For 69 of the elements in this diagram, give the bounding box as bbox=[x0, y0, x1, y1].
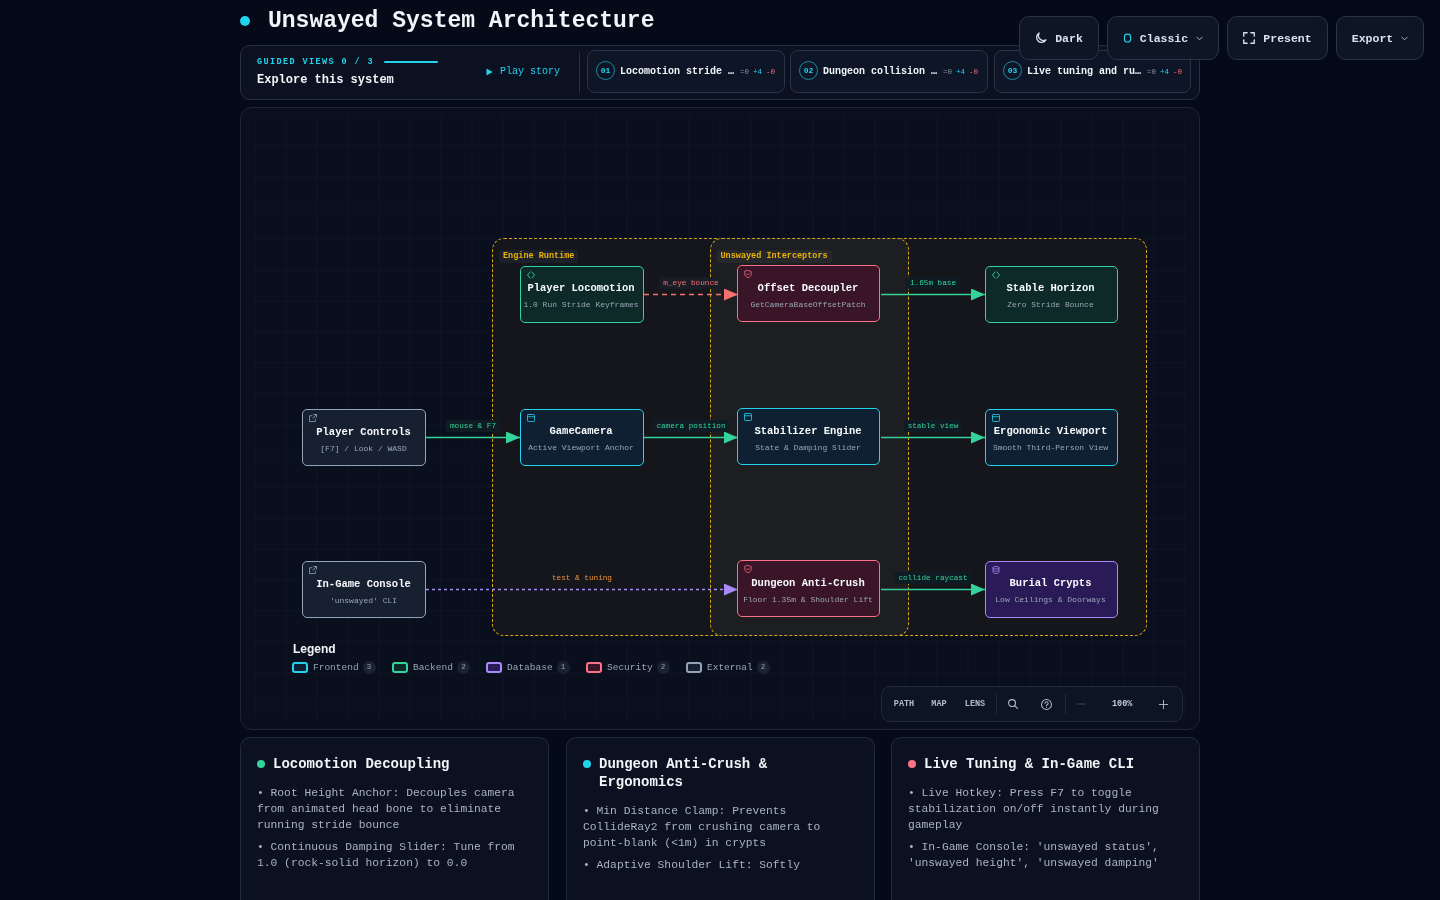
card-bullet: • In-Game Console: 'unswayed status', 'unswayed height', 'unswayed damping' bbox=[908, 840, 1160, 871]
card-heading: Live Tuning & In-Game CLI bbox=[924, 755, 1135, 773]
component-node bbox=[984, 265, 1118, 323]
node-subtitle: Smooth Third-Person View bbox=[991, 443, 1110, 453]
card-bullet: • Live Hotkey: Press F7 to toggle stabilization on/off instantly during gameplay bbox=[908, 786, 1160, 833]
node-subtitle: 1.0 Run Stride Keyframes bbox=[522, 300, 640, 310]
node-title: GameCamera bbox=[548, 424, 614, 438]
component-node bbox=[737, 560, 880, 617]
component-node bbox=[519, 265, 644, 323]
legend-label: Database bbox=[507, 661, 553, 674]
card-heading: Locomotion Decoupling bbox=[273, 755, 450, 773]
node-title: Stabilizer Engine bbox=[753, 423, 863, 438]
style-select-button: Classic bbox=[1107, 16, 1219, 60]
legend-label: Frontend bbox=[313, 661, 359, 674]
card-bullet: • Adaptive Shoulder Lift: Softly bbox=[583, 858, 801, 873]
component-node bbox=[302, 561, 426, 618]
card-bullet: • Root Height Anchor: Decouples camera from animated head bone to eliminate running stride bounce bbox=[257, 786, 516, 833]
node-subtitle: 'unswayed' CLI bbox=[328, 595, 399, 606]
component-node bbox=[519, 408, 644, 466]
node-subtitle: Zero Stride Bounce bbox=[1006, 300, 1095, 310]
card-bullet: • Continuous Damping Slider: Tune from 1.0 (rock-solid horizon) to 0.0 bbox=[257, 840, 516, 871]
lens-button: LENS bbox=[960, 697, 990, 711]
node-title: Stable Horizon bbox=[1005, 281, 1096, 295]
component-node bbox=[302, 409, 426, 466]
view-title: Locomotion stride … bbox=[620, 65, 735, 79]
theme-toggle-button: Dark bbox=[1019, 16, 1099, 60]
bar-heading: Explore this system bbox=[257, 72, 394, 88]
card-bullet: • Min Distance Clamp: Prevents CollideRay2 from crushing camera to point-blank (<1m) in crypts bbox=[583, 804, 822, 851]
legend-title: Legend bbox=[293, 642, 336, 656]
zoom-level: 100% bbox=[1112, 698, 1133, 711]
node-title: Dungeon Anti-Crush bbox=[750, 575, 866, 590]
section-label: GUIDED VIEWS 0 / 3 bbox=[257, 56, 374, 68]
map-button: MAP bbox=[927, 697, 951, 711]
node-subtitle: Floor 1.35m & Shoulder Lift bbox=[742, 594, 874, 605]
node-title: Player Locomotion bbox=[526, 281, 636, 295]
component-node bbox=[984, 408, 1118, 466]
node-subtitle: Active Viewport Anchor bbox=[527, 443, 635, 453]
export-button: Export bbox=[1336, 16, 1424, 60]
node-subtitle: [F7] / Look / WASD bbox=[319, 443, 408, 454]
view-title: Live tuning and ru… bbox=[1027, 65, 1142, 79]
node-subtitle: State & Damping Slider bbox=[754, 442, 862, 453]
arrow bbox=[880, 583, 986, 596]
legend-label: External bbox=[707, 661, 753, 674]
component-node bbox=[737, 265, 880, 322]
legend-label: Backend bbox=[413, 661, 453, 674]
legend-label: Security bbox=[607, 661, 653, 674]
group-label: Engine Runtime bbox=[499, 250, 579, 263]
arrow bbox=[643, 431, 739, 444]
play-story-button: Play story bbox=[486, 64, 560, 80]
card-heading: Dungeon Anti-Crush & Ergonomics bbox=[599, 755, 769, 791]
present-button: Present bbox=[1227, 16, 1328, 60]
dashed-arrow bbox=[643, 288, 739, 301]
view-title: Dungeon collision … bbox=[823, 65, 938, 79]
arrow bbox=[880, 288, 986, 301]
node-subtitle: GetCameraBaseOffsetPatch bbox=[749, 299, 867, 310]
node-title: Ergonomic Viewport bbox=[992, 424, 1109, 438]
arrow bbox=[425, 431, 521, 444]
group-label: Unswayed Interceptors bbox=[716, 249, 832, 263]
component-node bbox=[737, 408, 880, 465]
node-subtitle: Low Ceilings & Doorways bbox=[994, 595, 1107, 605]
node-title: Player Controls bbox=[315, 424, 412, 439]
path-button: PATH bbox=[889, 697, 919, 711]
dashed-arrow bbox=[425, 583, 739, 596]
node-title: Burial Crypts bbox=[1008, 576, 1093, 590]
page-title: Unswayed System Architecture bbox=[268, 7, 655, 36]
component-node bbox=[984, 560, 1118, 618]
node-title: Offset Decoupler bbox=[756, 280, 860, 295]
arrow bbox=[880, 431, 986, 444]
node-title: In-Game Console bbox=[315, 576, 412, 591]
